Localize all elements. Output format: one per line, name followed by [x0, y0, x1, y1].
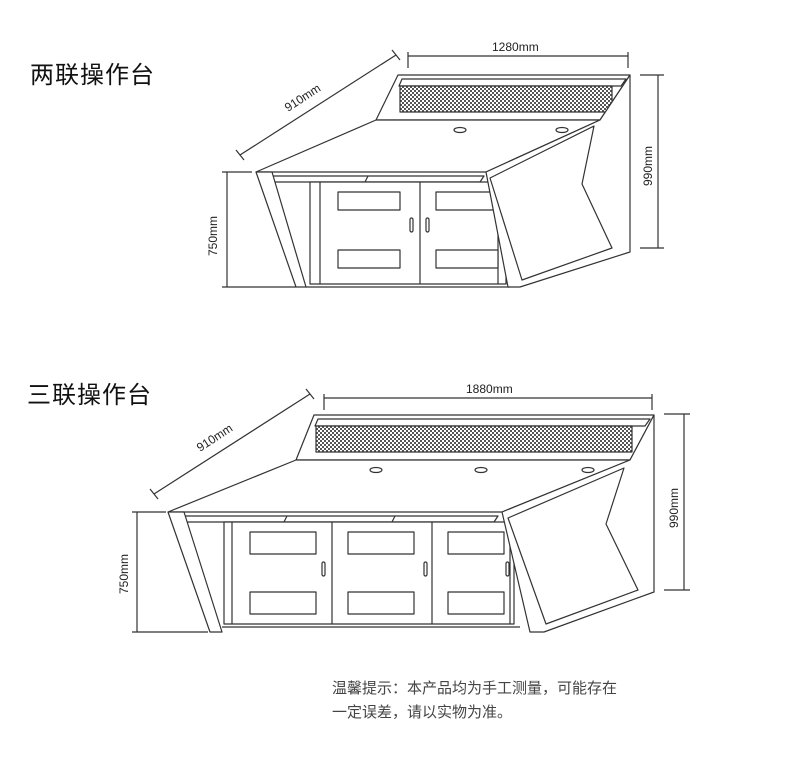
two-unit-width-label: 1280mm — [492, 40, 539, 54]
note-line-2: 一定误差，请以实物为准。 — [332, 703, 513, 721]
three-unit-mesh-panel — [315, 425, 633, 453]
two-unit-console-drawing — [222, 49, 664, 288]
three-unit-console-drawing — [132, 388, 690, 633]
note-line-1: 温馨提示：本产品均为手工测量，可能存在 — [332, 679, 618, 697]
three-unit-total-height-label: 990mm — [667, 488, 681, 528]
two-unit-depth-label: 910mm — [282, 81, 323, 115]
two-unit-console-title: 两联操作台 — [30, 61, 155, 89]
three-unit-depth-label: 910mm — [194, 421, 235, 455]
three-unit-console-title: 三联操作台 — [27, 381, 152, 409]
two-unit-mesh-panel — [399, 85, 613, 113]
three-unit-width-label: 1880mm — [466, 382, 513, 396]
two-unit-total-height-label: 990mm — [641, 146, 655, 186]
two-unit-desk-height-label: 750mm — [206, 216, 220, 256]
three-unit-desk-height-label: 750mm — [117, 554, 131, 594]
measurement-note: 温馨提示：本产品均为手工测量，可能存在 一定误差，请以实物为准。 — [332, 676, 752, 724]
